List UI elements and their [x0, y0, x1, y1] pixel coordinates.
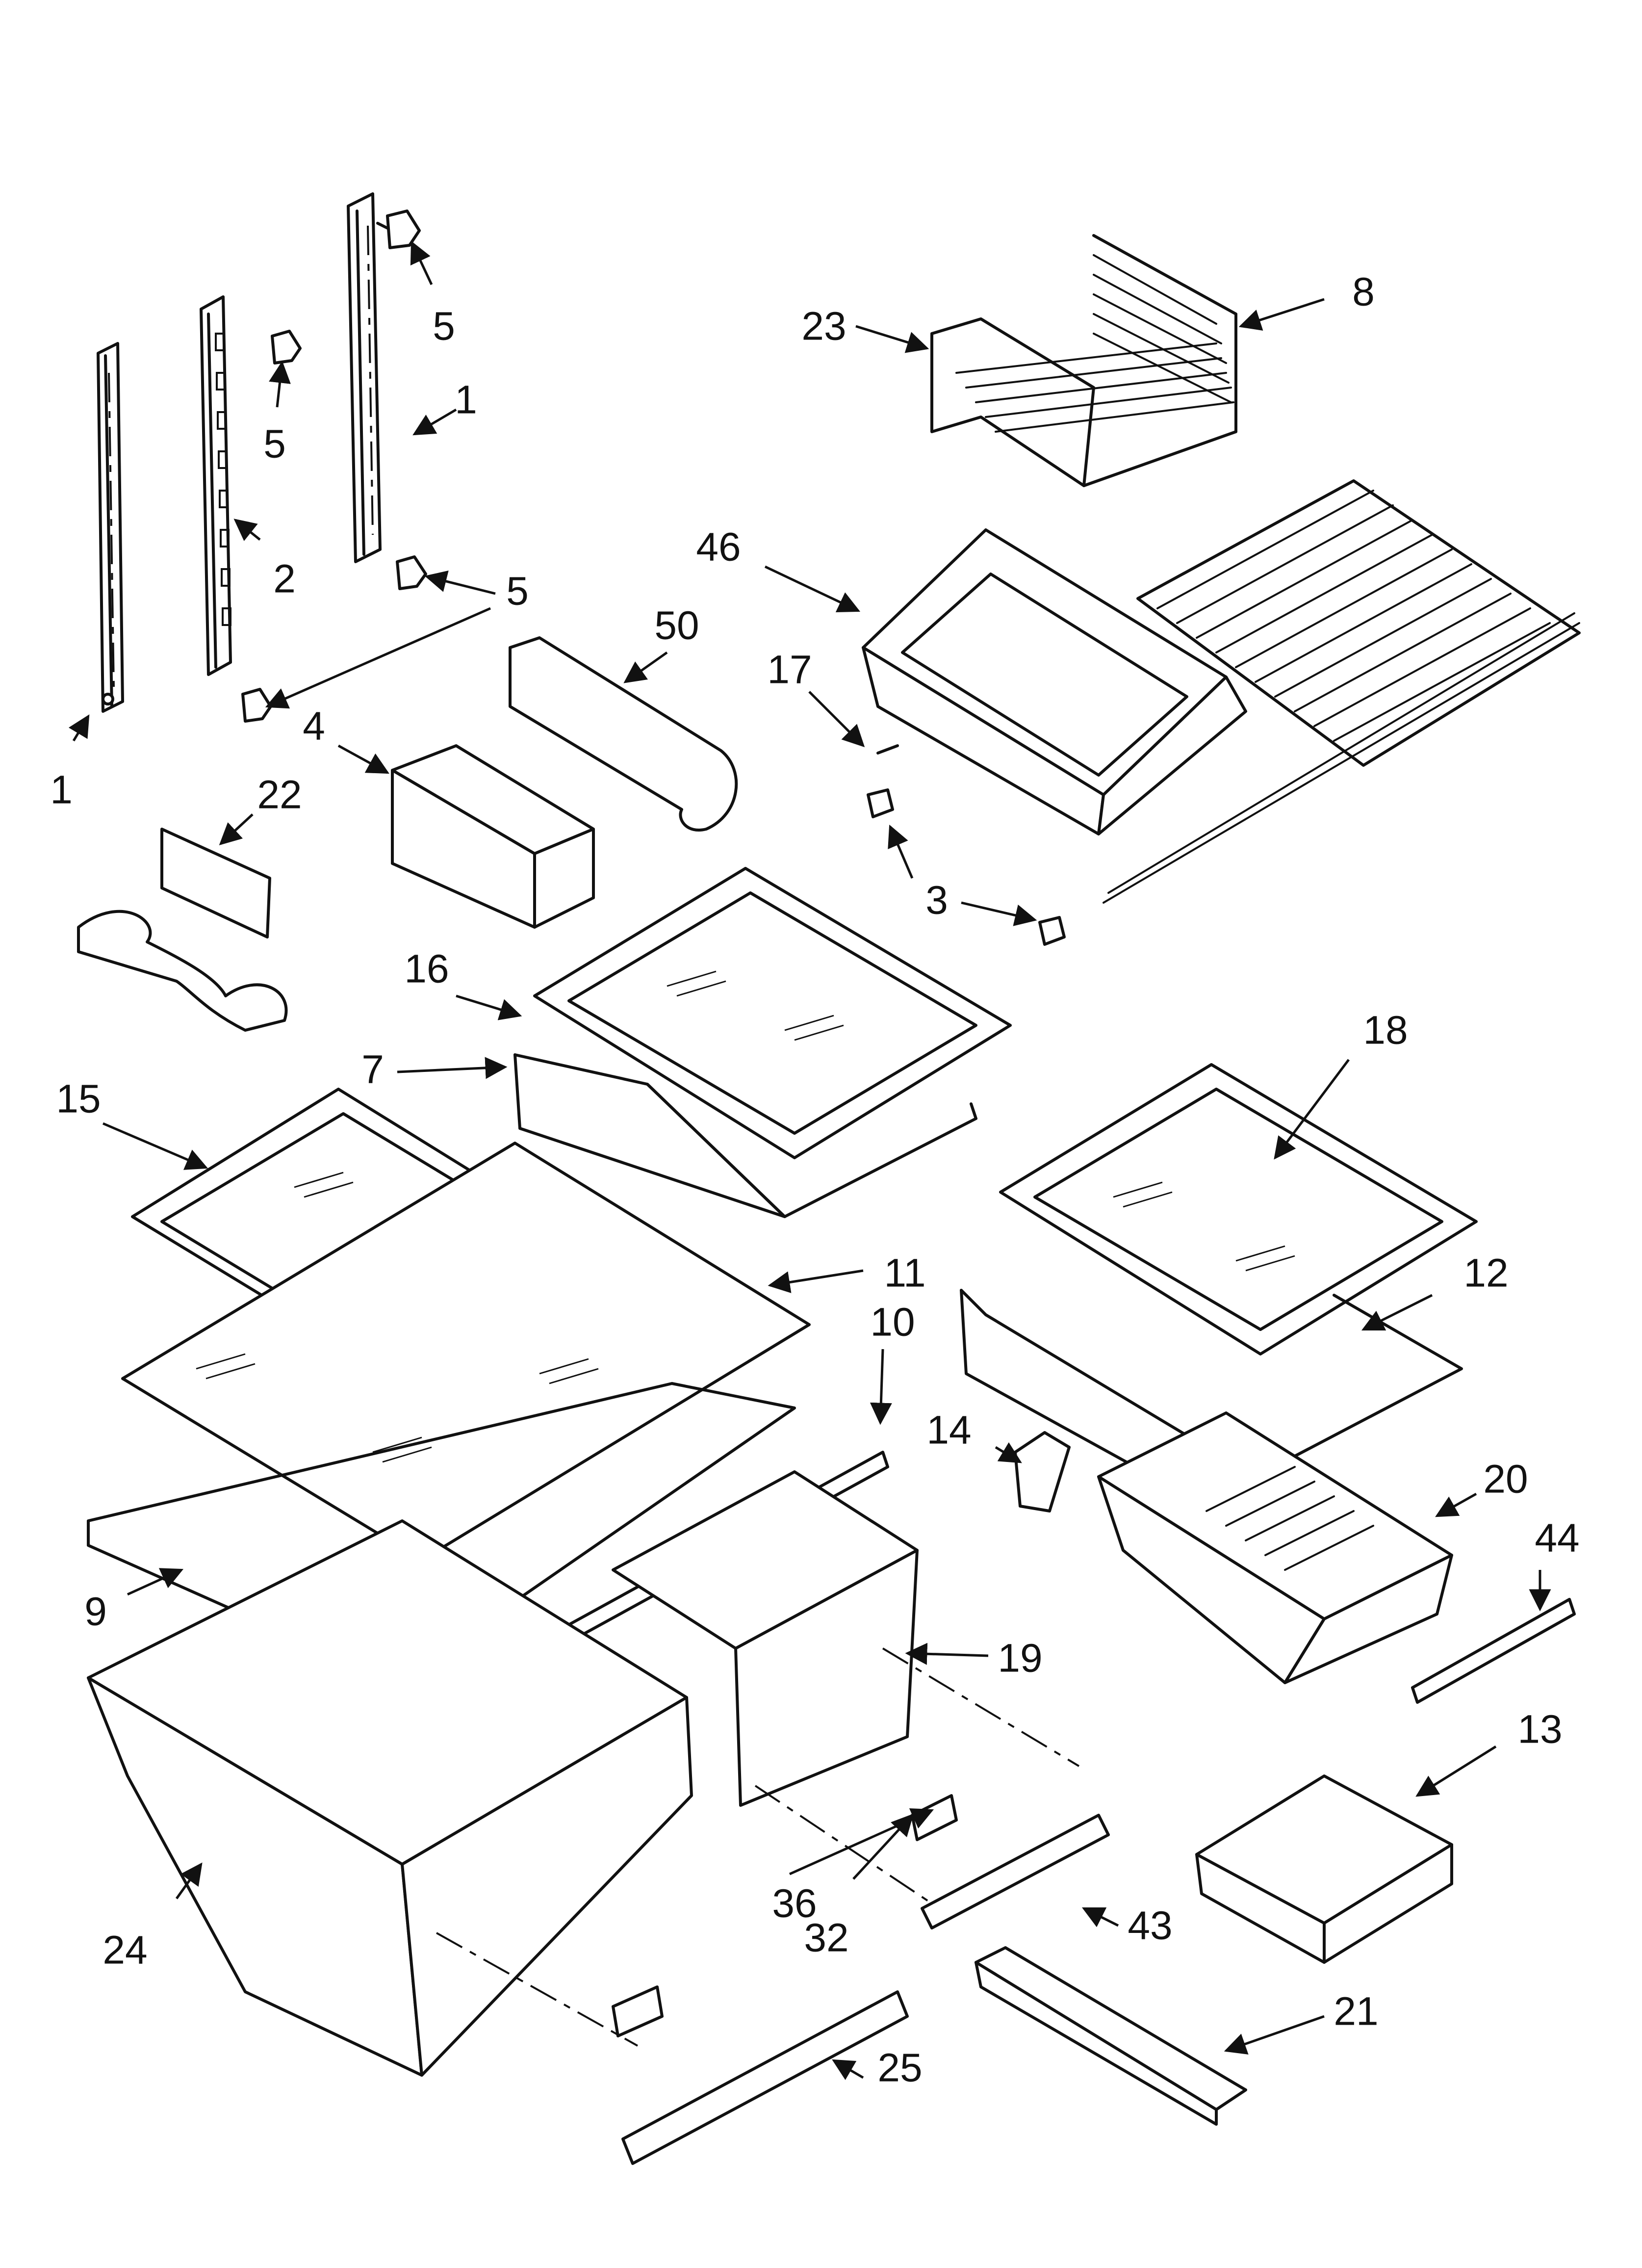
- glass-shelf-16: [533, 867, 1012, 1159]
- glass-plate-11: [121, 1142, 811, 1562]
- callout-4: 4: [303, 704, 325, 749]
- callout-32: 32: [804, 1916, 848, 1960]
- callout-24: 24: [103, 1928, 147, 1973]
- clip-3b: [1038, 916, 1066, 946]
- callout-44: 44: [1535, 1516, 1579, 1561]
- callout-19: 19: [998, 1636, 1042, 1681]
- rail-slotted: [200, 295, 232, 676]
- screw-bottom: [241, 688, 272, 723]
- leader-lines: [68, 240, 1551, 2080]
- screw-top: [376, 209, 421, 249]
- screw-lower: [396, 555, 427, 590]
- callout-16: 16: [404, 947, 449, 991]
- shelf-frame-7: [513, 1053, 977, 1218]
- callout-1-right: 1: [455, 378, 477, 422]
- assembly-guides: [436, 1647, 1080, 2047]
- bin-trim: [509, 636, 738, 832]
- callout-36: 36: [772, 1881, 817, 1926]
- callout-22: 22: [257, 773, 302, 817]
- trim-25: [621, 1990, 909, 2165]
- door-bin: [391, 744, 595, 929]
- callout-5-mid: 5: [263, 422, 286, 467]
- callout-14: 14: [926, 1408, 971, 1453]
- wire-shelf: [1103, 479, 1581, 904]
- clip-36: [612, 1985, 664, 2037]
- can-rack: [77, 828, 288, 1032]
- callout-21: 21: [1334, 1989, 1378, 2034]
- meat-drawer-20: [1097, 1411, 1453, 1684]
- trim-43: [921, 1814, 1110, 1929]
- callout-15: 15: [56, 1077, 101, 1121]
- rail-left: [97, 342, 124, 713]
- callout-3: 3: [925, 878, 948, 923]
- deli-bin: [862, 528, 1247, 835]
- slide-21: [975, 1946, 1247, 2126]
- callout-13: 13: [1517, 1707, 1562, 1752]
- callout-1-left: 1: [50, 768, 73, 812]
- callout-10: 10: [870, 1300, 915, 1345]
- rail-right: [347, 192, 382, 563]
- callout-12: 12: [1463, 1251, 1508, 1296]
- callout-43: 43: [1128, 1903, 1172, 1948]
- callout-5-lower: 5: [506, 569, 529, 614]
- callout-2: 2: [273, 557, 296, 601]
- callout-5-top: 5: [433, 304, 455, 349]
- trim-44: [1411, 1598, 1576, 1704]
- callout-20: 20: [1483, 1457, 1528, 1502]
- callout-17: 17: [767, 648, 812, 692]
- callout-25: 25: [877, 2046, 922, 2090]
- bracket-13: [1195, 1774, 1453, 1964]
- clip-32: [911, 1794, 958, 1841]
- callout-7: 7: [361, 1047, 384, 1092]
- callout-9: 9: [84, 1590, 107, 1634]
- wire-basket: [930, 234, 1237, 487]
- callout-46: 46: [696, 525, 741, 570]
- crisper-drawer-24: [87, 1519, 693, 2077]
- screw-mid: [271, 330, 302, 365]
- glass-shelf-18: [999, 1063, 1478, 1356]
- callout-23: 23: [801, 304, 846, 349]
- clip-14: [1014, 1431, 1071, 1512]
- callout-labels: 1 1 2 3 4 5 5 5 7 8 9 10 11 12 13 14 15 …: [50, 270, 1579, 2090]
- callout-11: 11: [884, 1251, 925, 1296]
- callout-18: 18: [1363, 1008, 1408, 1053]
- pin-17: [876, 744, 899, 755]
- callout-50: 50: [654, 603, 699, 648]
- callout-8: 8: [1352, 270, 1375, 314]
- crisper-drawer-19: [612, 1470, 919, 1807]
- clip-3a: [867, 788, 894, 818]
